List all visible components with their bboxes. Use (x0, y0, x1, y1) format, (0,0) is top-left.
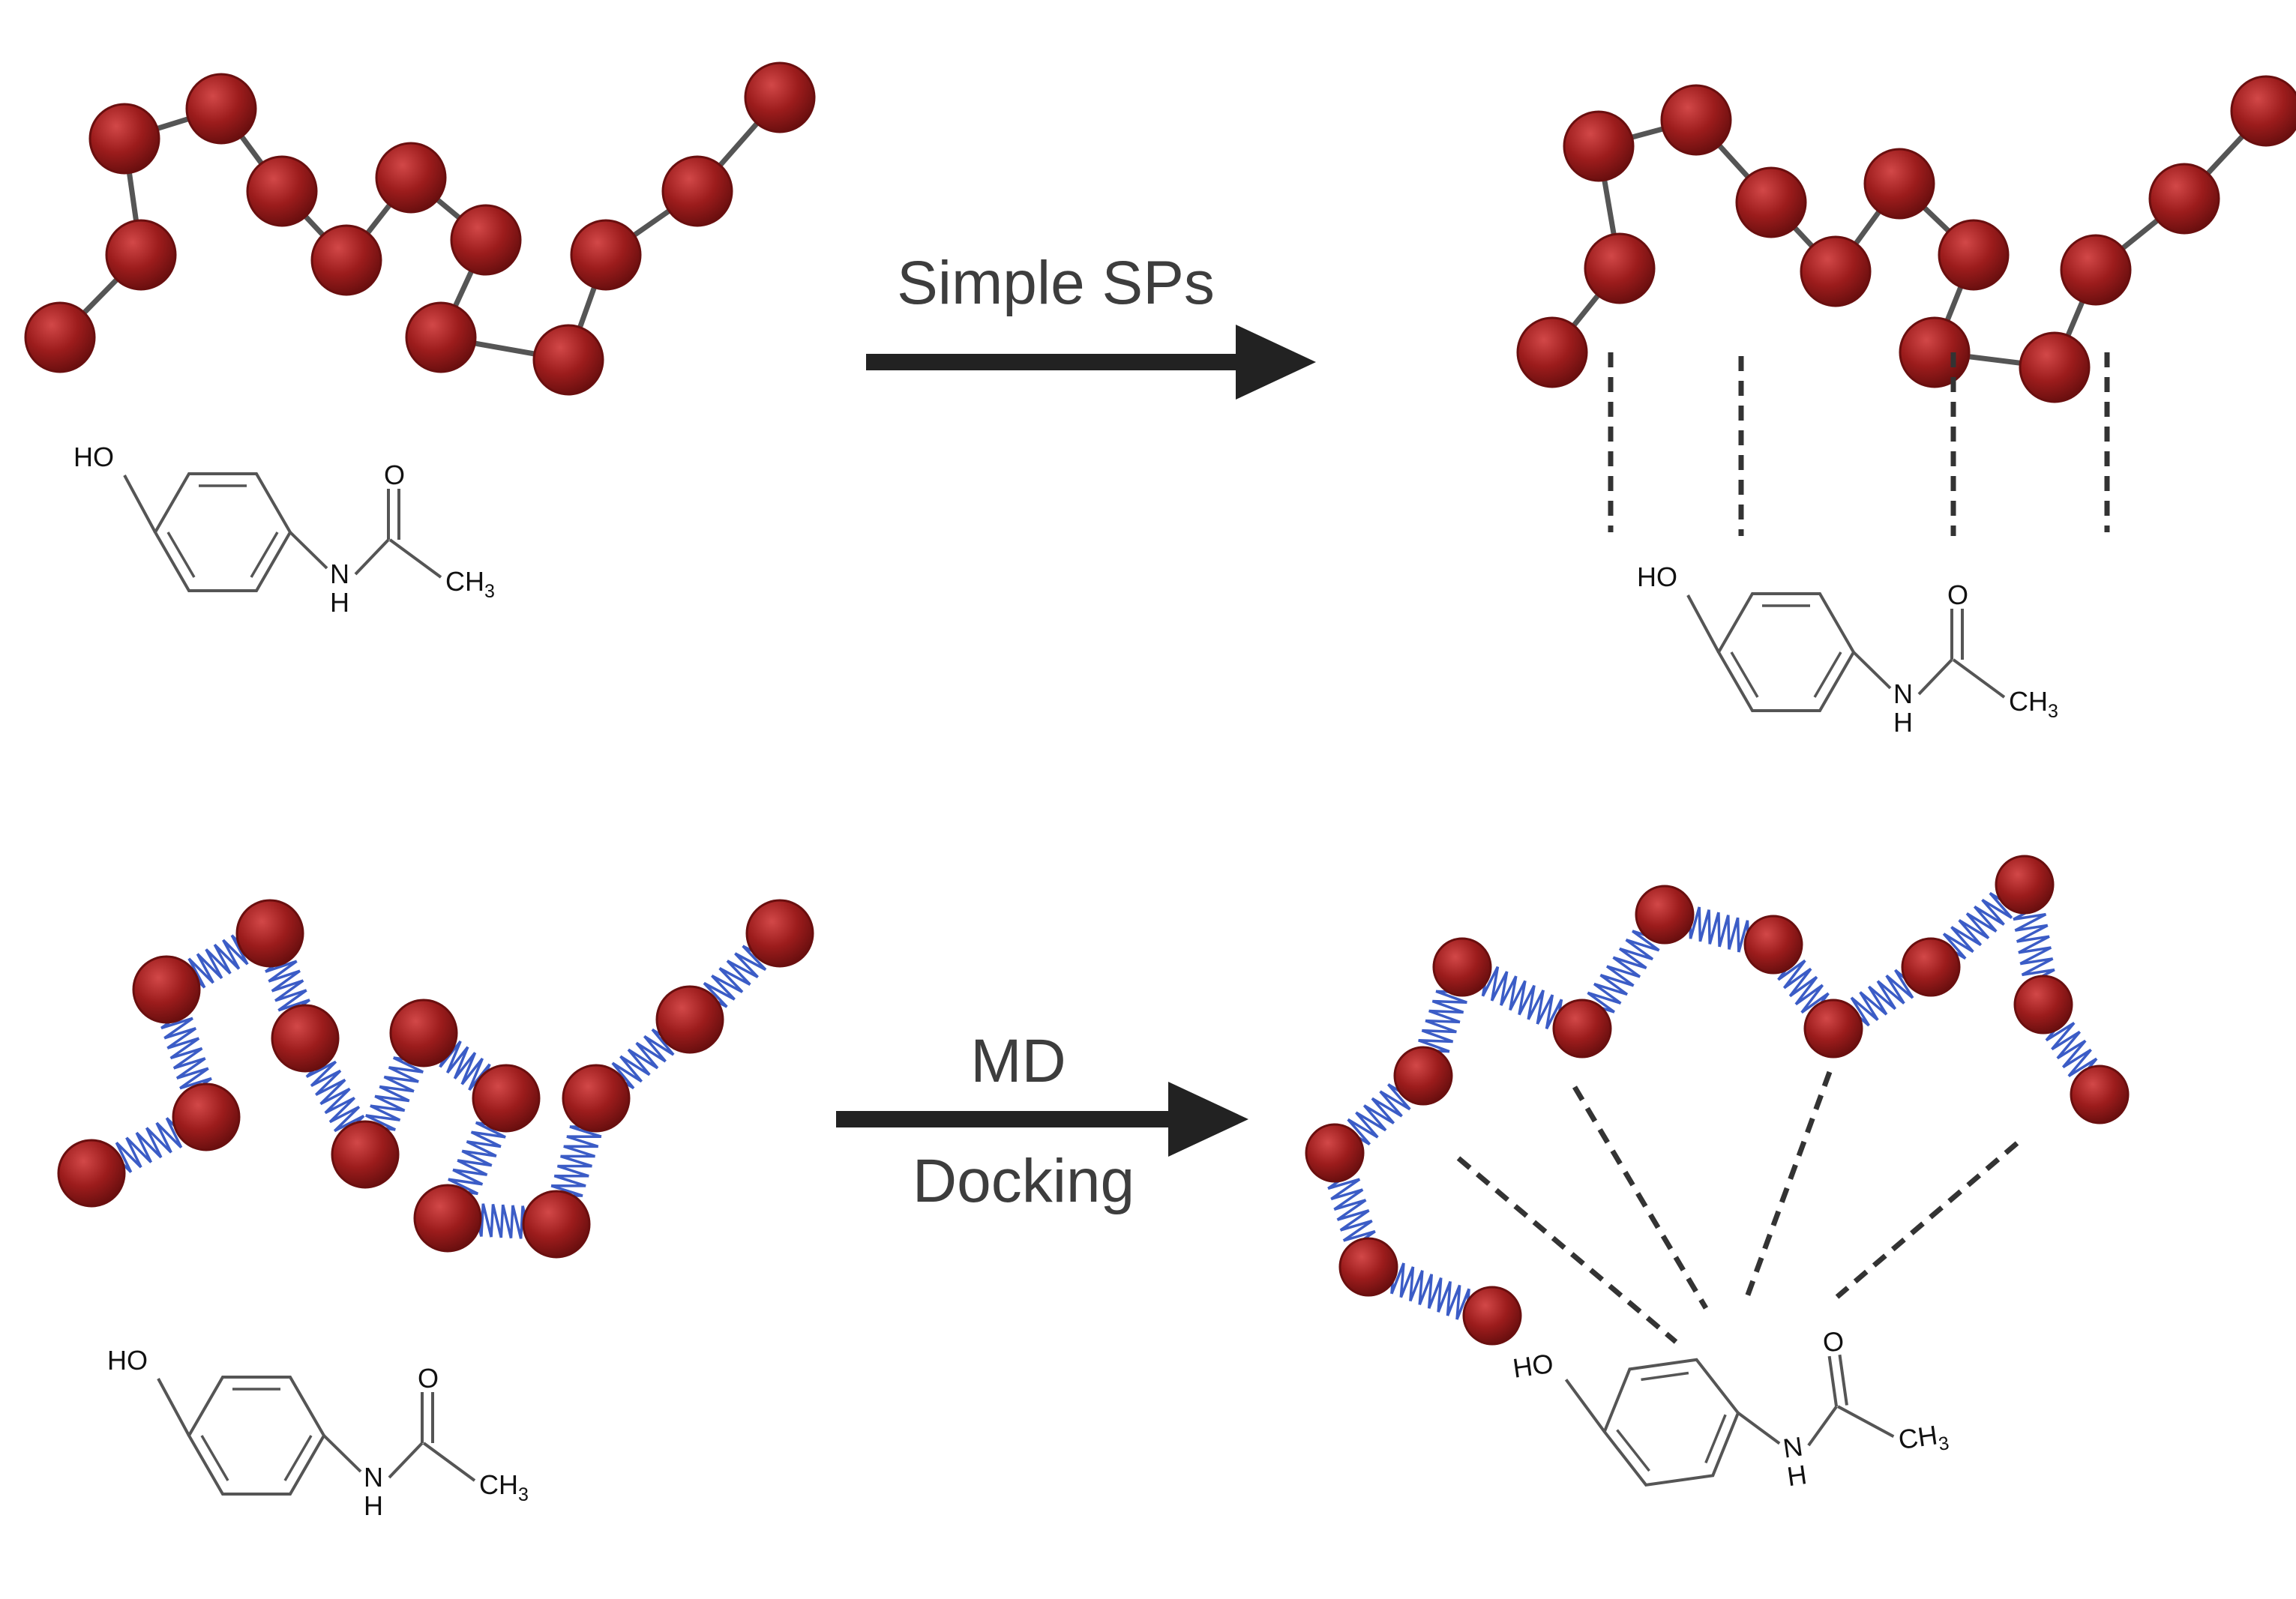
arrow-label-simple-sps: Simple SPs (897, 249, 1215, 317)
chain-bead (1563, 110, 1635, 182)
chain-bead (172, 1082, 241, 1151)
chain-bead (310, 224, 382, 296)
interaction-line (1744, 1070, 1833, 1298)
chain-bead (1432, 937, 1492, 997)
chain-bead (375, 142, 447, 214)
chain-bead (2013, 975, 2073, 1035)
chain-bead (1863, 148, 1935, 220)
arrow-head (1236, 325, 1316, 400)
chain-bead (2148, 163, 2220, 235)
arrow-md-docking: MD Docking (836, 1027, 1248, 1215)
interaction-lines-top (1608, 352, 2110, 536)
chain-bead (472, 1064, 541, 1133)
chain-bead (405, 301, 477, 373)
chain-bead (413, 1184, 482, 1253)
chain-bead (1516, 316, 1588, 388)
chain-bead (235, 899, 304, 968)
chain-bead (88, 103, 160, 175)
flexible-chain-initial (57, 899, 814, 1259)
chain-bead (1800, 235, 1872, 307)
flexible-chain-bound (1305, 855, 2130, 1346)
paracetamol-molecule-top-left (72, 440, 496, 619)
chain-bead (1393, 1046, 1453, 1106)
chain-bead (246, 155, 318, 227)
chain-bead (2070, 1065, 2130, 1124)
paracetamol-molecule-bottom-left (106, 1343, 530, 1523)
chain-bead (24, 301, 96, 373)
chain-bead (2060, 234, 2132, 306)
chain-bead (1338, 1237, 1398, 1297)
spring-bond (2011, 902, 2057, 987)
chain-bead (1899, 316, 1971, 388)
paracetamol-molecule-top-right (1635, 560, 2060, 739)
chain-bead (1803, 999, 1863, 1059)
chain-bead (1743, 915, 1803, 975)
rigid-chain-bound (1516, 75, 2296, 403)
interaction-lines-bottom (1456, 1070, 2019, 1344)
rigid-chain-initial (24, 61, 816, 396)
chain-bead (1901, 937, 1961, 997)
interaction-line (1456, 1156, 1678, 1344)
chain-bead (661, 155, 733, 227)
chain-bead (522, 1190, 591, 1259)
arrow-label-docking: Docking (913, 1147, 1135, 1215)
chain-bead (271, 1004, 340, 1073)
chain-bead (57, 1139, 126, 1208)
chain-bead (2230, 75, 2296, 147)
chain-bead (744, 61, 816, 133)
chain-bead (1635, 885, 1695, 945)
interaction-line (1572, 1085, 1709, 1310)
chain-bead (532, 324, 604, 396)
chain-bead (389, 999, 458, 1067)
chain-bead (105, 219, 177, 291)
chain-bead (1584, 232, 1656, 304)
chain-bead (745, 899, 814, 968)
arrow-simple-sps: Simple SPs (866, 249, 1316, 400)
chain-bead (331, 1120, 400, 1189)
chain-bead (570, 219, 642, 291)
chain-bead (1938, 219, 2010, 291)
paracetamol-molecule-bottom-right (1509, 1292, 1955, 1529)
chain-bead (1660, 84, 1732, 156)
arrow-head (1168, 1082, 1248, 1157)
chain-bead (655, 985, 724, 1054)
chain-bead (2019, 331, 2091, 403)
chain-bead (1735, 166, 1807, 238)
chain-bead (1995, 855, 2055, 915)
chain-bead (185, 73, 257, 145)
chain-bead (1552, 999, 1612, 1059)
chain-bead (1462, 1286, 1522, 1346)
interaction-line (1835, 1141, 2019, 1299)
arrow-label-md: MD (970, 1027, 1066, 1095)
chain-bead (450, 204, 522, 276)
chain-bead (562, 1064, 631, 1133)
chain-bead (132, 955, 201, 1024)
chain-bead (1305, 1123, 1365, 1183)
